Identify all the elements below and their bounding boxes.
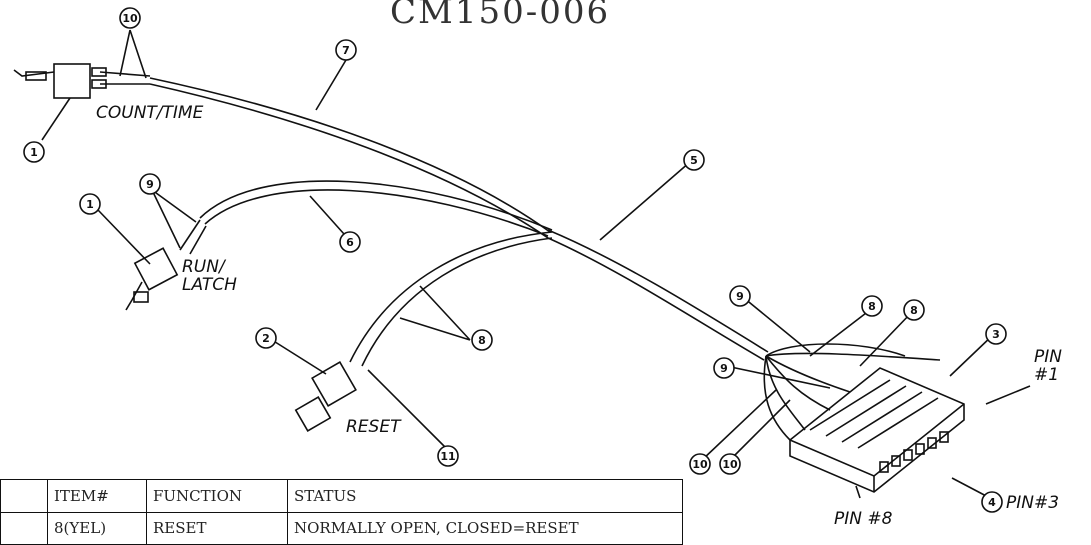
run-latch-switch bbox=[133, 247, 179, 291]
balloon-2 bbox=[255, 327, 277, 349]
balloon-10-r2 bbox=[719, 453, 741, 475]
pin3-label: PIN#3 bbox=[1006, 493, 1060, 513]
balloon-10-r1-label: 10 bbox=[692, 458, 708, 471]
balloon-10-top-label: 10 bbox=[122, 12, 138, 25]
balloon-8-left-label: 8 bbox=[478, 334, 486, 347]
balloon-1-top-label: 1 bbox=[30, 146, 38, 159]
balloon-1-top bbox=[23, 141, 45, 163]
balloon-4 bbox=[981, 491, 1003, 513]
balloon-8-left bbox=[471, 329, 493, 351]
table-row: 8(YEL) RESET NORMALLY OPEN, CLOSED=RESET bbox=[0, 511, 683, 545]
balloon-8-r2-label: 8 bbox=[910, 304, 918, 317]
table-header-row: ITEM# FUNCTION STATUS bbox=[0, 479, 683, 513]
balloon-5 bbox=[683, 149, 705, 171]
reset-switch bbox=[311, 361, 357, 407]
cable-6 bbox=[199, 180, 553, 231]
cable-5 bbox=[547, 229, 769, 353]
count-time-switch bbox=[53, 63, 91, 99]
balloon-9-r1 bbox=[729, 285, 751, 307]
balloon-7 bbox=[335, 39, 357, 61]
table-header-cell: FUNCTION bbox=[146, 479, 288, 513]
balloon-6-label: 6 bbox=[346, 236, 354, 249]
table-header-cell: ITEM# bbox=[47, 479, 147, 513]
balloon-9-r2 bbox=[713, 357, 735, 379]
balloon-9-r2-label: 9 bbox=[720, 362, 728, 375]
cable-7 bbox=[149, 77, 551, 233]
pin8-label: PIN #8 bbox=[834, 509, 893, 529]
balloon-3-label: 3 bbox=[992, 328, 1000, 341]
function-table: ITEM# FUNCTION STATUS 8(YEL) RESET NORMA… bbox=[0, 479, 683, 545]
table-cell bbox=[0, 511, 48, 545]
connector-housing bbox=[789, 367, 965, 493]
balloon-9-r1-label: 9 bbox=[736, 290, 744, 303]
table-header-cell bbox=[0, 479, 48, 513]
balloon-11-label: 11 bbox=[440, 450, 455, 463]
table-cell: NORMALLY OPEN, CLOSED=RESET bbox=[287, 511, 683, 545]
pin1-label: PIN #1 bbox=[1034, 347, 1062, 385]
reset-label: RESET bbox=[346, 417, 401, 437]
cable-8 bbox=[349, 231, 553, 363]
cable-7-edge bbox=[149, 83, 549, 239]
balloon-10-top bbox=[119, 7, 141, 29]
table-header-cell: STATUS bbox=[287, 479, 683, 513]
balloon-3 bbox=[985, 323, 1007, 345]
balloon-8-r1 bbox=[861, 295, 883, 317]
run-latch-label: RUN/ LATCH bbox=[182, 257, 237, 295]
balloon-11 bbox=[437, 445, 459, 467]
table-cell: RESET bbox=[146, 511, 288, 545]
drawing-title: CM150-006 bbox=[390, 0, 611, 32]
balloon-10-r2-label: 10 bbox=[722, 458, 738, 471]
count-time-label: COUNT/TIME bbox=[96, 103, 204, 123]
balloon-10-r1 bbox=[689, 453, 711, 475]
table-cell: 8(YEL) bbox=[47, 511, 147, 545]
balloon-1-mid-label: 1 bbox=[86, 198, 94, 211]
balloon-7-label: 7 bbox=[342, 44, 350, 57]
balloon-5-label: 5 bbox=[690, 154, 698, 167]
balloon-9-left bbox=[139, 173, 161, 195]
balloon-6 bbox=[339, 231, 361, 253]
balloon-9-left-label: 9 bbox=[146, 178, 154, 191]
balloon-2-label: 2 bbox=[262, 332, 270, 345]
balloon-4-label: 4 bbox=[988, 496, 996, 509]
balloon-1-mid bbox=[79, 193, 101, 215]
balloon-8-r1-label: 8 bbox=[868, 300, 876, 313]
balloon-8-r2 bbox=[903, 299, 925, 321]
